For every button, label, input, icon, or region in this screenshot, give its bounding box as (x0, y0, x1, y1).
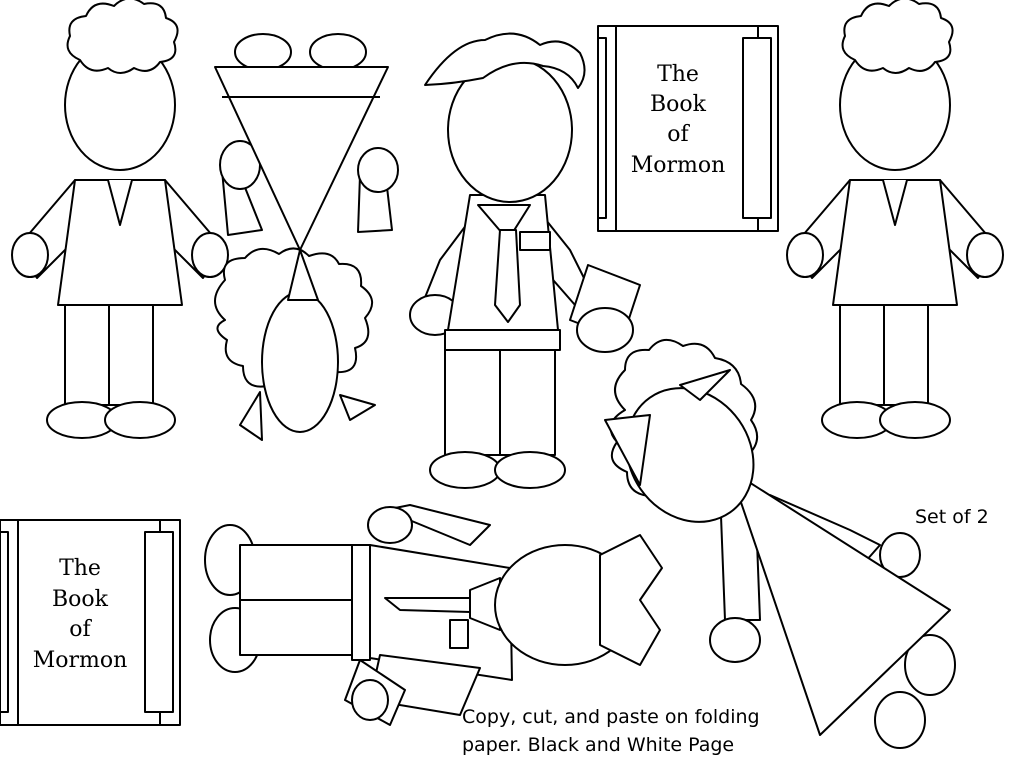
tilted-girl-figure (604, 339, 956, 749)
book-title-line-1: The (657, 62, 699, 87)
book-title-line-1: The (59, 556, 101, 581)
set-of-2-label: Set of 2 (915, 506, 989, 528)
instructions-line-1: Copy, cut, and paste on folding (462, 706, 760, 728)
boy-figure-left (11, 0, 229, 439)
book-title-line-2: Book (52, 587, 109, 612)
book-title-line-4: Mormon (33, 648, 128, 673)
book-mormon-top: The Book of Mormon (597, 25, 779, 232)
boy-figure-right (786, 0, 1004, 439)
girl-figure-upside-down (214, 33, 399, 441)
book-title-line-2: Book (650, 92, 707, 117)
instructions-line-2: paper. Black and White Page (462, 734, 735, 756)
sideways-boy-figure (204, 504, 663, 726)
book-title-line-3: of (667, 122, 690, 147)
book-mormon-bottom: The Book of Mormon (0, 519, 181, 726)
instructions-text: Copy, cut, and paste on folding paper. B… (462, 703, 760, 759)
book-title-line-3: of (69, 617, 92, 642)
book-title-line-4: Mormon (631, 153, 726, 178)
missionary-boy-figure (409, 32, 641, 489)
